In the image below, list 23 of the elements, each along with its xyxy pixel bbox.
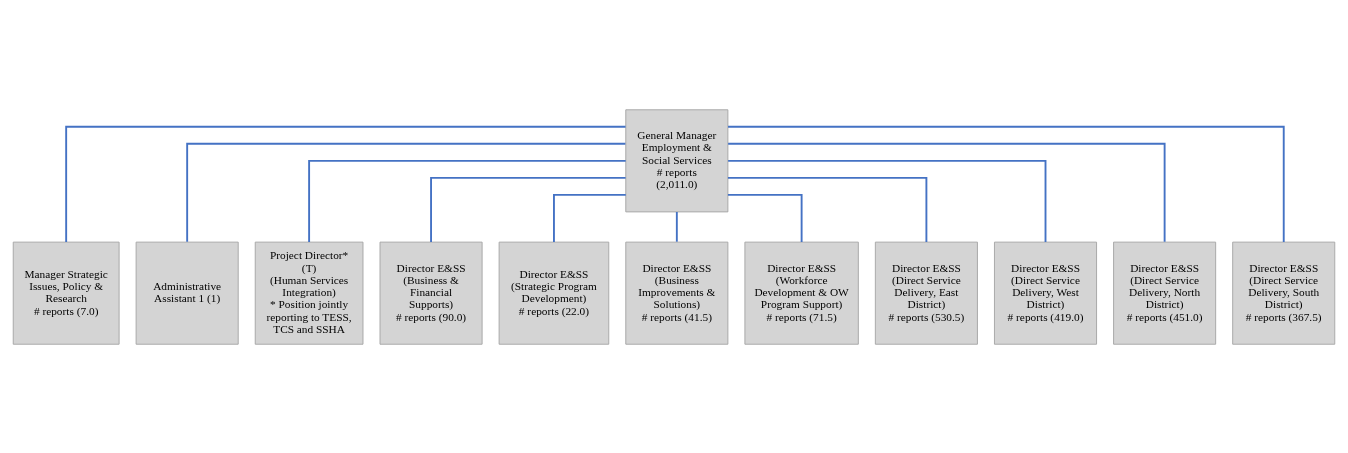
connector [727, 159, 1047, 243]
node-box: Director E&SS (Direct Service Delivery, West District) # reports (419.0) [994, 241, 1098, 345]
connector [65, 125, 627, 243]
node-box: Director E&SS (Workforce Development & OW Program Support) # reports (71.5) [744, 241, 859, 345]
node-box: Administrative Assistant 1 (1) [135, 241, 239, 345]
node-box: Manager Strategic Issues, Policy & Research # reports (7.0) [12, 241, 120, 345]
connector [727, 193, 803, 243]
connector [675, 210, 678, 243]
connector [727, 142, 1166, 243]
connector [727, 125, 1285, 243]
connector [308, 159, 627, 243]
node-box: Director E&SS (Strategic Program Development) # reports (22.0) [498, 241, 610, 345]
connector [186, 142, 627, 243]
connector [727, 176, 928, 243]
node-box: Director E&SS (Direct Service Delivery, South District) # reports (367.5) [1232, 241, 1336, 345]
node-box: Director E&SS (Direct Service Delivery, North District) # reports (451.0) [1113, 241, 1217, 345]
connector [430, 176, 627, 243]
node-box: Director E&SS (Direct Service Delivery, East District) # reports (530.5) [874, 241, 978, 345]
node-box: Director E&SS (Business Improvements & Solutions) # reports (41.5) [625, 241, 729, 345]
connector [553, 193, 627, 243]
node-box: General Manager Employment & Social Services # reports (2,011.0) [625, 108, 729, 212]
node-box: Project Director* (T) (Human Services Integration) * Position jointly reporting to TESS, TCS and SSHA [254, 241, 364, 345]
node-box: Director E&SS (Business & Financial Supports) # reports (90.0) [379, 241, 483, 345]
